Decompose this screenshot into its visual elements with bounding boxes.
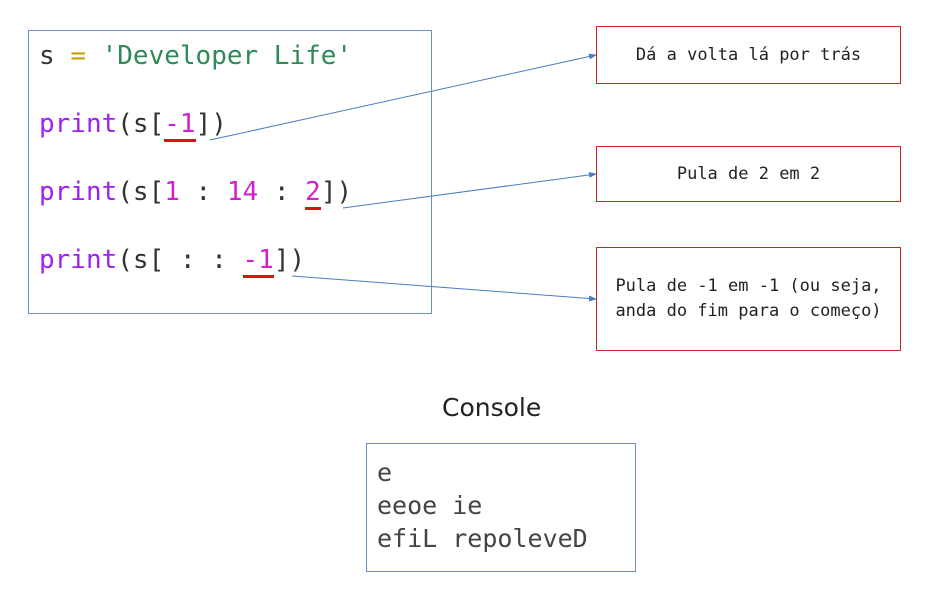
code-punct: ]) <box>195 109 227 139</box>
string-literal: 'Developer Life' <box>101 41 353 71</box>
code-line-print-step-two: print(s[1 : 14 : 2]) <box>39 175 353 210</box>
assign-operator: = <box>70 41 86 71</box>
print-keyword: print <box>39 109 118 139</box>
console-title: Console <box>442 393 542 422</box>
code-punct: (s[ <box>117 177 165 207</box>
variable-name: s <box>39 41 55 71</box>
code-punct: : : <box>164 245 243 275</box>
note-step-two: Pula de 2 em 2 <box>596 146 901 202</box>
console-output: e eeoe ie efiL repoleveD <box>366 443 636 572</box>
code-line-print-reverse: print(s[ : : -1]) <box>39 243 306 278</box>
code-line-assignment: s = 'Developer Life' <box>39 39 352 73</box>
arrow-to-step-negative-note <box>291 275 597 302</box>
code-punct: ]) <box>320 177 353 207</box>
slice-stop: 14 <box>226 177 259 207</box>
code-punct: ]) <box>273 245 306 275</box>
note-step-negative: Pula de -1 em -1 (ou seja, anda do fim p… <box>596 247 901 351</box>
console-line: e <box>377 458 393 487</box>
note-negative-index-text: Dá a volta lá por trás <box>635 44 862 65</box>
console-line: eeoe ie <box>377 491 483 520</box>
code-panel: s = 'Developer Life' print(s[-1]) print(… <box>28 30 432 314</box>
code-punct: : <box>179 177 227 207</box>
arrow-to-negative-index-note <box>209 53 597 141</box>
code-punct: (s[ <box>117 245 165 275</box>
console-line: efiL repoleveD <box>377 524 588 553</box>
note-negative-index: Dá a volta lá por trás <box>596 26 901 84</box>
note-step-negative-text: Pula de -1 em -1 (ou seja, anda do fim p… <box>615 276 882 321</box>
negative-index-value: -1 <box>164 109 196 142</box>
note-step-two-text: Pula de 2 em 2 <box>676 163 821 184</box>
slice-step-two: 2 <box>305 177 321 210</box>
code-punct: (s[ <box>117 109 165 139</box>
code-line-print-negative-index: print(s[-1]) <box>39 107 227 142</box>
arrow-to-step-two-note <box>342 171 597 209</box>
print-keyword: print <box>39 177 118 207</box>
code-punct: : <box>258 177 306 207</box>
slice-start: 1 <box>164 177 180 207</box>
slice-step-negative: -1 <box>242 245 274 278</box>
print-keyword: print <box>39 245 118 275</box>
